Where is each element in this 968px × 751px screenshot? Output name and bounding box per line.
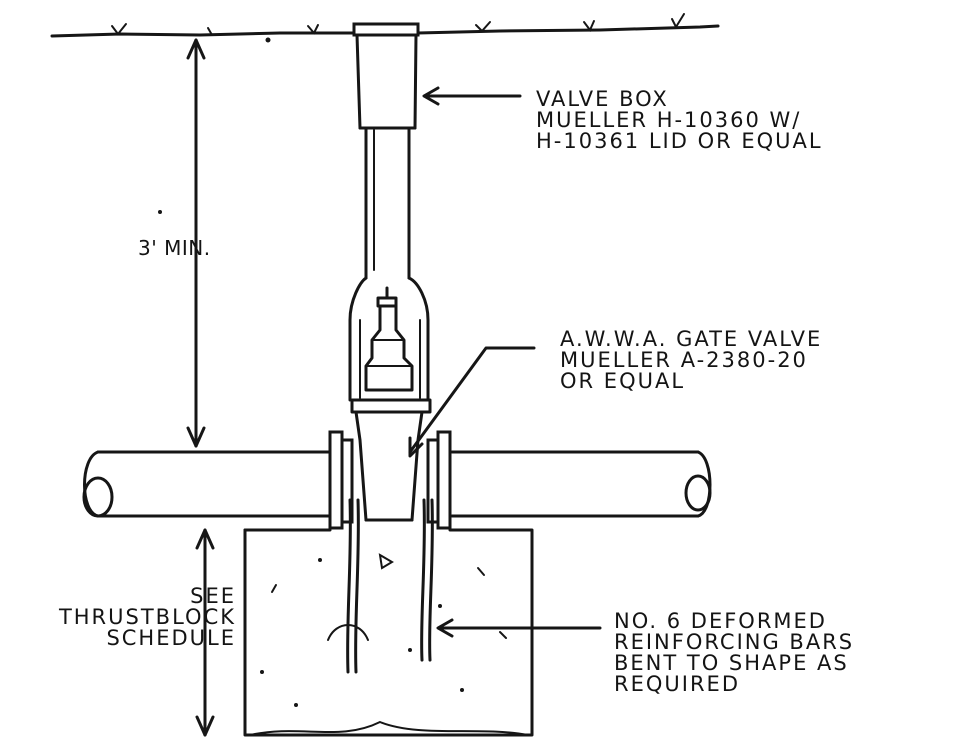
thrustblock-name-label: THRUSTBLOCK xyxy=(58,605,236,629)
thrustblock-see-label: SEE xyxy=(190,584,236,608)
valve-box-lid-label: H-10361 LID OR EQUAL xyxy=(536,129,823,153)
valve-box xyxy=(352,22,420,280)
reinforcing-bars-label: REINFORCING BARS xyxy=(614,630,854,654)
gate-valve-label: A.W.W.A. GATE VALVE xyxy=(560,327,822,351)
water-main-pipe xyxy=(82,450,712,518)
reinforcing-bars xyxy=(346,498,434,674)
depth-dimension xyxy=(186,38,206,448)
depth-label: 3' MIN. xyxy=(138,236,211,260)
ground-line xyxy=(50,13,720,214)
valve-box-model-label: MUELLER H-10360 W/ xyxy=(536,108,801,132)
gate-valve-model-label: MUELLER A-2380-20 xyxy=(560,348,808,372)
leader-lines xyxy=(408,86,602,638)
gate-valve-equal-label: OR EQUAL xyxy=(560,369,685,393)
gate-valve xyxy=(348,276,432,522)
thrustblock-dimension xyxy=(195,528,215,737)
thrustblock-schedule-label: SCHEDULE xyxy=(106,626,236,650)
reinforcing-bent-label: BENT TO SHAPE AS xyxy=(614,651,849,675)
valve-box-label: VALVE BOX xyxy=(536,87,669,111)
reinforcing-required-label: REQUIRED xyxy=(614,672,740,696)
thrust-block xyxy=(243,528,534,737)
reinforcing-bar-size-label: NO. 6 DEFORMED xyxy=(614,609,827,633)
